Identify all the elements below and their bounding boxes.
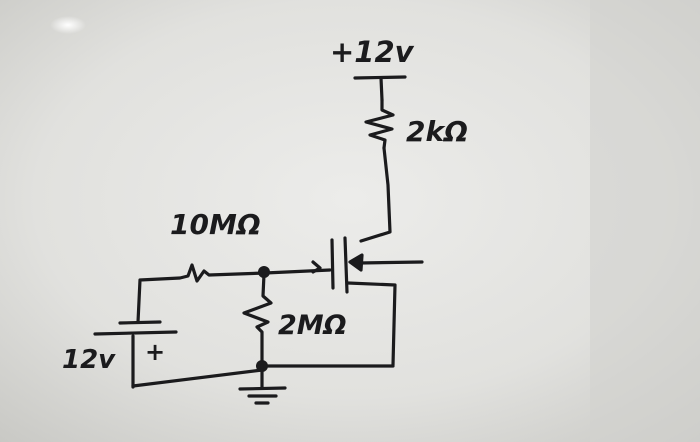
battery-polarity-label: + (145, 338, 165, 366)
mosfet-body-lead (358, 260, 424, 265)
gate-resistor-bottom-symbol (242, 272, 273, 367)
gate-wire (263, 268, 332, 275)
battery-plate-long (93, 330, 178, 336)
drain-resistor-symbol (364, 98, 395, 150)
gate-node-dot (258, 266, 270, 278)
gate-resistor-top-label: 10MΩ (170, 208, 261, 241)
drain-wire (359, 146, 392, 243)
mosfet-arrow (348, 253, 364, 272)
gate-resistor-bottom-label: 2MΩ (278, 310, 347, 341)
source-wire (346, 281, 397, 367)
gate-arrow-mark (311, 260, 322, 274)
drain-resistor-label: 2kΩ (406, 115, 468, 148)
light-glare (50, 16, 86, 34)
mosfet-gate-plate (330, 238, 335, 290)
supply-wire (379, 76, 384, 102)
gate-resistor-top-symbol (136, 263, 267, 324)
ground-bar-1 (238, 386, 287, 391)
supply-label: +12v (330, 35, 415, 69)
battery-return-wire (131, 368, 264, 388)
battery-label: 12v (62, 345, 116, 375)
battery-plate-short (118, 320, 162, 325)
